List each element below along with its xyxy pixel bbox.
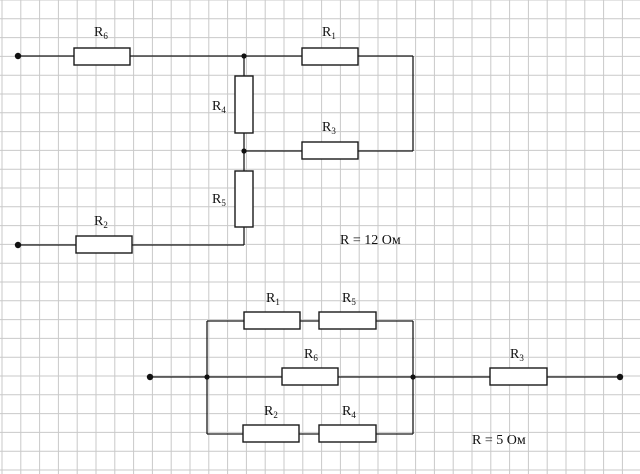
terminal-node bbox=[14, 52, 22, 60]
label-r3: R3 bbox=[322, 120, 336, 136]
resistor-r4 bbox=[318, 424, 377, 443]
resistor-r2 bbox=[75, 235, 133, 254]
resistor-r3 bbox=[301, 141, 359, 160]
bottom-circuit: R1 R5 R6 R3 R2 R4 R = 5 Ом bbox=[146, 291, 624, 448]
label-r5: R5 bbox=[342, 291, 356, 307]
label-r4: R4 bbox=[212, 99, 226, 115]
junction-node bbox=[410, 374, 416, 380]
resistor-r5 bbox=[318, 311, 377, 330]
equivalent-resistance-top: R = 12 Ом bbox=[340, 233, 401, 248]
resistor-r3 bbox=[489, 367, 548, 386]
terminal-node bbox=[616, 373, 624, 381]
junction-node bbox=[204, 374, 210, 380]
top-circuit: R6 R1 R4 R3 R5 R2 R = 12 Ом bbox=[14, 25, 414, 254]
resistor-r2 bbox=[242, 424, 300, 443]
label-r2: R2 bbox=[94, 214, 108, 230]
label-r2: R2 bbox=[264, 404, 278, 420]
label-r5: R5 bbox=[212, 192, 226, 208]
label-r6: R6 bbox=[94, 25, 108, 41]
label-r6: R6 bbox=[304, 347, 318, 363]
resistor-r5 bbox=[234, 170, 254, 228]
equivalent-resistance-bottom: R = 5 Ом bbox=[472, 433, 526, 448]
label-r1: R1 bbox=[322, 25, 336, 41]
resistor-r1 bbox=[301, 47, 359, 66]
resistor-r6 bbox=[73, 47, 131, 66]
terminal-node bbox=[14, 241, 22, 249]
label-r4: R4 bbox=[342, 404, 356, 420]
terminal-node bbox=[146, 373, 154, 381]
junction-node bbox=[241, 148, 247, 154]
resistor-r4 bbox=[234, 75, 254, 134]
label-r1: R1 bbox=[266, 291, 280, 307]
junction-node bbox=[241, 53, 247, 59]
resistor-r6 bbox=[281, 367, 339, 386]
resistor-r1 bbox=[243, 311, 301, 330]
label-r3: R3 bbox=[510, 347, 524, 363]
